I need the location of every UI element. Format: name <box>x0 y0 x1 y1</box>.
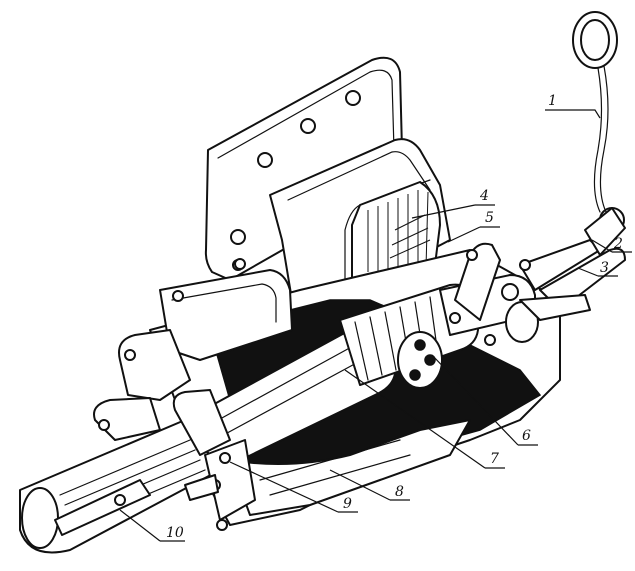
callout-leader-9 <box>229 461 339 513</box>
callout-leader-10 <box>119 509 161 542</box>
front-bearing-ring <box>172 389 256 531</box>
callout-label-5: 5 <box>485 210 494 226</box>
callout-label-9: 9 <box>343 496 352 512</box>
mounting-flange <box>204 56 406 281</box>
callout-leader-3 <box>577 267 599 277</box>
callout-label-2: 2 <box>613 236 623 252</box>
callout-label-8: 8 <box>395 484 404 500</box>
shift-mechanism <box>439 207 626 343</box>
callout-leaders <box>119 109 632 542</box>
callout-leader-4 <box>411 204 476 219</box>
callout-label-6: 6 <box>522 428 531 444</box>
left-cover <box>93 258 293 441</box>
callout-leader-7 <box>344 369 486 469</box>
bearing <box>397 331 443 389</box>
callout-label-10: 10 <box>166 525 184 541</box>
callout-leader-6 <box>431 354 519 446</box>
callout-leader-5 <box>447 226 481 243</box>
housing-bolts <box>449 249 531 346</box>
callout-label-1: 1 <box>548 93 557 109</box>
callout-label-4: 4 <box>479 188 489 204</box>
callout-leader-1 <box>545 109 601 119</box>
bevel-gear <box>351 181 441 283</box>
callout-leader-2 <box>591 239 613 253</box>
callout-label-7: 7 <box>490 451 499 467</box>
callout-leader-8 <box>329 469 391 501</box>
callout-label-3: 3 <box>600 260 609 276</box>
output-shaft <box>19 419 221 554</box>
pull-ring-rod <box>572 11 618 213</box>
